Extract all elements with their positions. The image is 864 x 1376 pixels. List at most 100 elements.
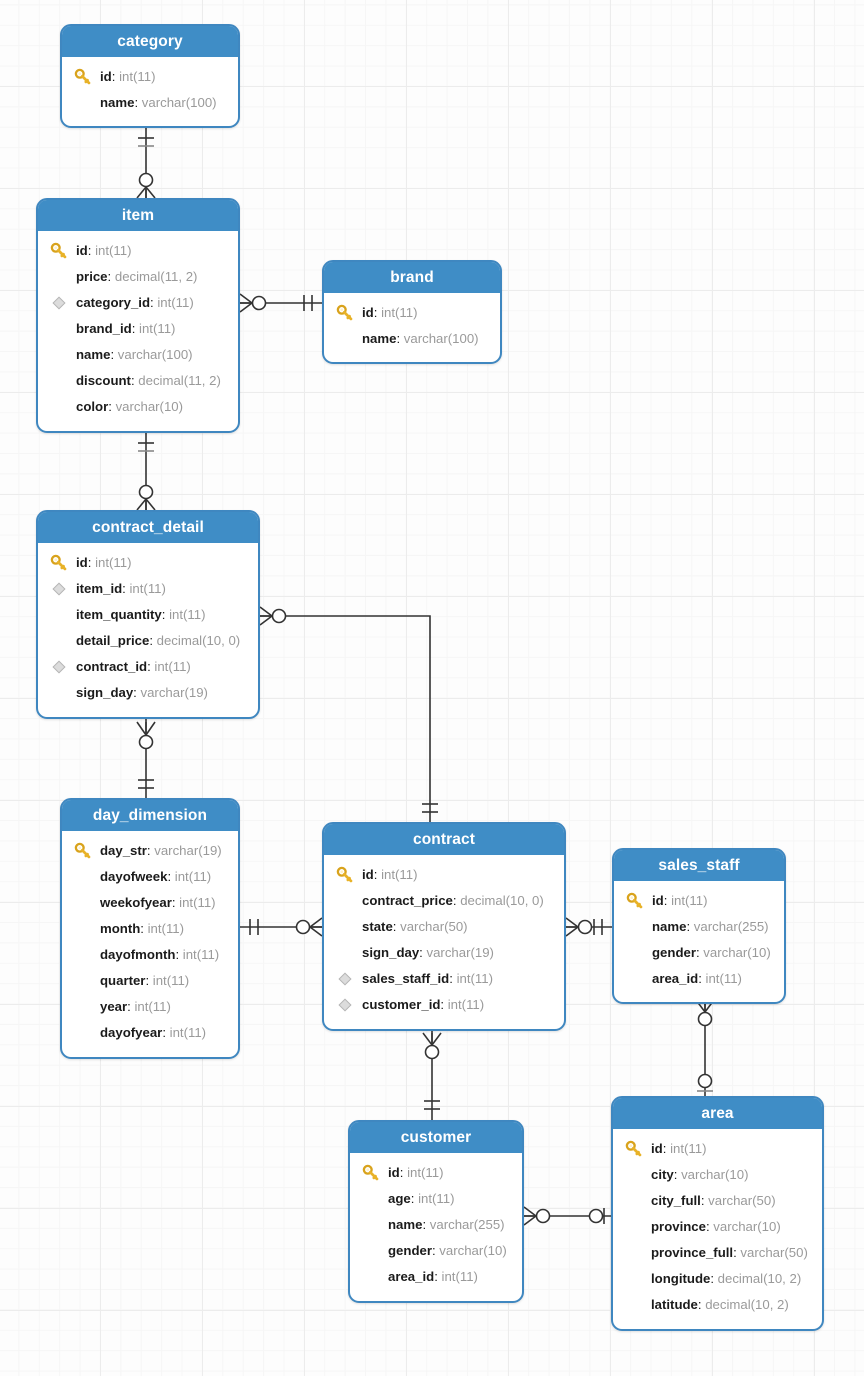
field-name: price	[76, 269, 108, 284]
field-row[interactable]: id: int(11)	[38, 238, 238, 264]
field-row[interactable]: area_id: int(11)	[614, 966, 784, 992]
field-name: sales_staff_id	[362, 971, 450, 986]
field-separator: :	[431, 1243, 440, 1258]
entity-fields-sales_staff: id: int(11)name: varchar(255)gender: var…	[614, 881, 784, 1002]
field-name: latitude	[651, 1297, 698, 1312]
field-row[interactable]: customer_id: int(11)	[324, 992, 564, 1018]
field-row[interactable]: sign_day: varchar(19)	[38, 680, 258, 706]
field-row[interactable]: name: varchar(255)	[350, 1212, 522, 1238]
entity-fields-contract_detail: id: int(11)item_id: int(11)item_quantity…	[38, 543, 258, 716]
field-row[interactable]: detail_price: decimal(10, 0)	[38, 628, 258, 654]
field-row[interactable]: province_full: varchar(50)	[613, 1240, 822, 1266]
field-separator: :	[87, 555, 96, 570]
field-row[interactable]: city: varchar(10)	[613, 1162, 822, 1188]
field-type: varchar(255)	[693, 919, 769, 934]
field-row[interactable]: gender: varchar(10)	[614, 940, 784, 966]
field-row[interactable]: id: int(11)	[614, 888, 784, 914]
field-row[interactable]: dayofyear: int(11)	[62, 1020, 238, 1046]
field-row[interactable]: id: int(11)	[324, 300, 500, 326]
field-row[interactable]: province: varchar(10)	[613, 1214, 822, 1240]
entity-title-sales_staff: sales_staff	[614, 850, 784, 881]
field-row[interactable]: contract_price: decimal(10, 0)	[324, 888, 564, 914]
field-type: decimal(10, 0)	[156, 633, 241, 648]
field-row[interactable]: category_id: int(11)	[38, 290, 238, 316]
entity-table-item[interactable]: item id: int(11)price: decimal(11, 2)cate…	[36, 198, 240, 433]
field-row[interactable]: area_id: int(11)	[350, 1264, 522, 1290]
primary-key-icon	[336, 866, 354, 884]
field-row[interactable]: id: int(11)	[38, 550, 258, 576]
field-row[interactable]: id: int(11)	[62, 64, 238, 90]
field-type: varchar(255)	[429, 1217, 505, 1232]
edge-customer-area	[523, 1206, 611, 1226]
edge-sales_staff-area	[695, 999, 715, 1096]
field-row[interactable]: age: int(11)	[350, 1186, 522, 1212]
field-separator: :	[698, 971, 706, 986]
field-type: int(11)	[154, 659, 191, 674]
field-type: varchar(19)	[154, 843, 222, 858]
field-row[interactable]: state: varchar(50)	[324, 914, 564, 940]
field-separator: :	[410, 1191, 419, 1206]
field-row[interactable]: id: int(11)	[324, 862, 564, 888]
field-row[interactable]: latitude: decimal(10, 2)	[613, 1292, 822, 1318]
field-row[interactable]: weekofyear: int(11)	[62, 890, 238, 916]
field-row[interactable]: price: decimal(11, 2)	[38, 264, 238, 290]
field-name: year	[100, 999, 128, 1014]
field-type: varchar(19)	[140, 685, 208, 700]
field-separator: :	[705, 1219, 714, 1234]
field-row[interactable]: brand_id: int(11)	[38, 316, 238, 342]
field-row[interactable]: color: varchar(10)	[38, 394, 238, 420]
field-type: varchar(100)	[117, 347, 193, 362]
field-name: name	[76, 347, 111, 362]
edge-item-contract_detail	[136, 433, 156, 511]
field-row[interactable]: month: int(11)	[62, 916, 238, 942]
field-row[interactable]: id: int(11)	[350, 1160, 522, 1186]
field-row[interactable]: sign_day: varchar(19)	[324, 940, 564, 966]
entity-title-item: item	[38, 200, 238, 231]
field-type: int(11)	[407, 1165, 444, 1180]
field-type: int(11)	[129, 581, 166, 596]
field-name: item_id	[76, 581, 123, 596]
field-type: varchar(50)	[740, 1245, 808, 1260]
field-row[interactable]: dayofmonth: int(11)	[62, 942, 238, 968]
field-type: int(11)	[139, 321, 176, 336]
field-type: int(11)	[174, 869, 212, 884]
edge-category-item	[136, 128, 156, 199]
field-row[interactable]: name: varchar(100)	[324, 326, 500, 352]
field-name: day_str	[100, 843, 147, 858]
field-row[interactable]: id: int(11)	[613, 1136, 822, 1162]
field-row[interactable]: name: varchar(100)	[38, 342, 238, 368]
field-row[interactable]: dayofweek: int(11)	[62, 864, 238, 890]
field-row[interactable]: item_id: int(11)	[38, 576, 258, 602]
field-row[interactable]: quarter: int(11)	[62, 968, 238, 994]
field-row[interactable]: gender: varchar(10)	[350, 1238, 522, 1264]
field-separator: :	[127, 999, 135, 1014]
field-row[interactable]: city_full: varchar(50)	[613, 1188, 822, 1214]
field-row[interactable]: name: varchar(100)	[62, 90, 238, 116]
field-row[interactable]: contract_id: int(11)	[38, 654, 258, 680]
field-type: int(11)	[152, 973, 190, 988]
primary-key-icon	[336, 304, 354, 322]
entity-fields-customer: id: int(11)age: int(11)name: varchar(255…	[350, 1153, 522, 1300]
field-row[interactable]: discount: decimal(11, 2)	[38, 368, 238, 394]
field-row[interactable]: year: int(11)	[62, 994, 238, 1020]
field-type: int(11)	[134, 999, 171, 1014]
field-separator: :	[700, 1193, 709, 1208]
field-row[interactable]: sales_staff_id: int(11)	[324, 966, 564, 992]
field-separator: :	[449, 971, 457, 986]
field-row[interactable]: item_quantity: int(11)	[38, 602, 258, 628]
primary-key-icon	[362, 1164, 380, 1182]
field-separator: :	[373, 305, 382, 320]
field-row[interactable]: day_str: varchar(19)	[62, 838, 238, 864]
field-name: id	[388, 1165, 400, 1180]
field-row[interactable]: longitude: decimal(10, 2)	[613, 1266, 822, 1292]
field-row[interactable]: name: varchar(255)	[614, 914, 784, 940]
